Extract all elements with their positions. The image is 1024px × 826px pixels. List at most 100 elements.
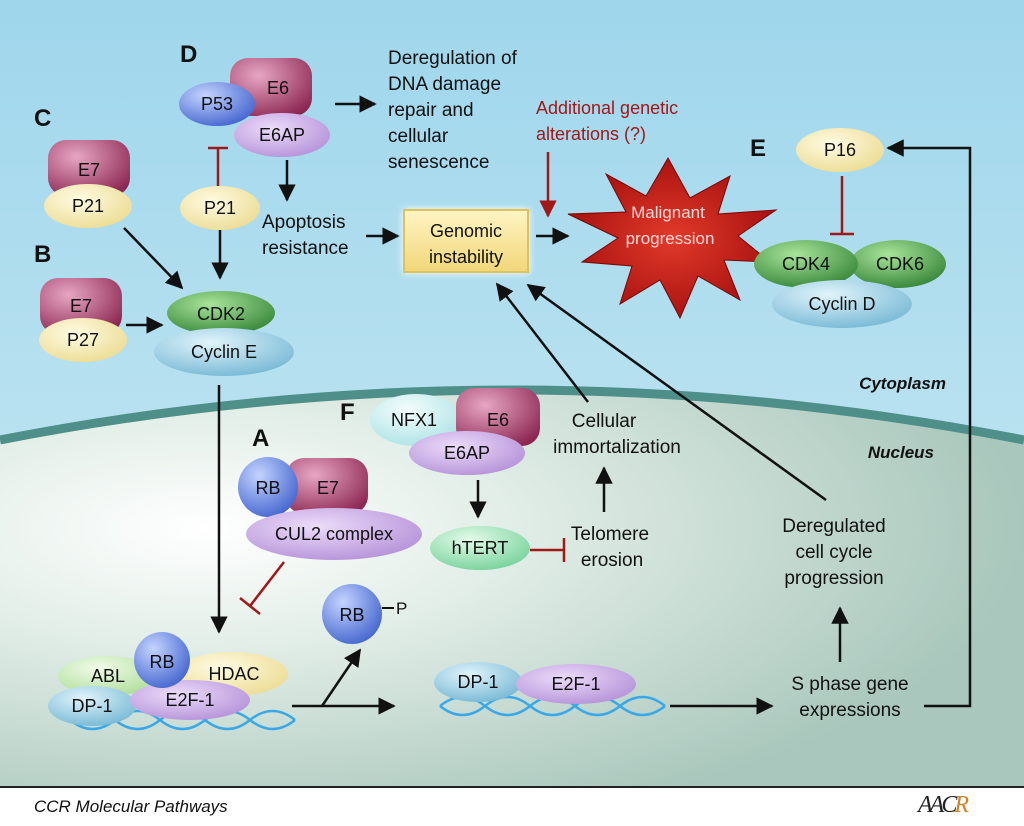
e7-protein-a — [286, 458, 368, 514]
aacr-logo: AACR — [918, 792, 969, 819]
rb-protein-phospho — [322, 584, 382, 644]
p53-label: P53 — [201, 94, 233, 114]
section-b-complex: E7 P27 — [39, 278, 127, 362]
section-b-label: B — [34, 241, 51, 268]
immortalization-line-2: immortalization — [553, 437, 681, 458]
cyclin-d-label: Cyclin D — [808, 294, 875, 314]
arrow-immortalization-to-genomic — [495, 282, 589, 403]
sphase-line-2: expressions — [799, 700, 900, 721]
deregulated-line-3: progression — [784, 568, 883, 589]
footer-bar: CCR Molecular Pathways AACR — [0, 786, 1024, 826]
e6-label-f: E6 — [487, 410, 509, 430]
rb-protein-complex — [134, 632, 190, 688]
dna-damage-line-1: Deregulation of — [388, 48, 518, 69]
malignant-progression-star: Malignant progression — [567, 156, 778, 320]
e6ap-label-d: E6AP — [259, 125, 305, 145]
arrow-to-rb-phosphorylated — [320, 648, 362, 707]
e6ap-protein-d — [234, 113, 330, 157]
section-e-label: E — [750, 135, 766, 162]
e7-label-b: E7 — [70, 296, 92, 316]
cdk6-label: CDK6 — [876, 254, 924, 274]
hdac-label: HDAC — [208, 664, 259, 684]
malignant-line-2: progression — [626, 229, 715, 248]
section-d-complex: E6 P53 E6AP P21 — [179, 58, 330, 230]
section-a-complex: E7 RB CUL2 complex — [238, 457, 422, 560]
cyclin-d-protein — [772, 280, 912, 328]
p16-protein — [796, 128, 884, 172]
section-c-complex: E7 P21 — [44, 140, 132, 228]
inhibit-cul2-rb — [249, 561, 285, 607]
footer-title: CCR Molecular Pathways — [34, 797, 228, 816]
dp1-label-right: DP-1 — [457, 672, 498, 692]
dna-damage-line-2: DNA damage — [388, 74, 501, 95]
genomic-line-1: Genomic — [430, 221, 502, 241]
arrow-sphase-feedback-to-p16 — [886, 139, 972, 708]
cdk4-label: CDK4 — [782, 254, 830, 274]
apoptosis-line-1: Apoptosis — [262, 212, 345, 233]
inhibit-cul2-rb-bar — [239, 597, 261, 615]
p21-label-d: P21 — [204, 198, 236, 218]
e7-label-c: E7 — [78, 160, 100, 180]
cul2-complex — [246, 508, 422, 560]
e2f1-label-left: E2F-1 — [165, 690, 214, 710]
section-f-complex: NFX1 E6 E6AP hTERT — [370, 388, 540, 570]
nfx1-label: NFX1 — [391, 410, 437, 430]
p21-label-c: P21 — [72, 196, 104, 216]
dp1-protein-right — [434, 662, 522, 702]
p27-protein — [39, 318, 127, 362]
genomic-instability-box: Genomic instability — [403, 209, 529, 273]
rb-label-a: RB — [255, 478, 280, 498]
additional-alterations-line-1: Additional genetic — [536, 98, 678, 118]
dna-damage-line-3: repair and — [388, 100, 474, 121]
logo-r: R — [954, 792, 969, 818]
htert-label: hTERT — [452, 538, 509, 558]
p53-protein — [179, 82, 255, 126]
cdk6-protein — [850, 240, 946, 288]
rb-protein-a — [238, 457, 298, 517]
diagram-canvas: Cytoplasm Nucleus D C B E F A — [0, 0, 1024, 786]
abl-label: ABL — [91, 666, 125, 686]
deregulated-line-2: cell cycle — [795, 542, 872, 563]
cdk4-protein — [754, 240, 858, 288]
dp1-label-left: DP-1 — [71, 696, 112, 716]
cyclin-e-protein — [154, 328, 294, 376]
e7-label-a: E7 — [317, 478, 339, 498]
rb-label-phospho: RB — [339, 605, 364, 625]
immortalization-line-1: Cellular — [572, 411, 637, 432]
telomere-line-2: erosion — [581, 550, 643, 571]
additional-alterations-line-2: alterations (?) — [536, 124, 646, 144]
cdk2-cyclin-e-complex: CDK2 Cyclin E — [154, 291, 294, 376]
cytoplasm-label: Cytoplasm — [859, 374, 946, 393]
e2f1-protein-right — [516, 664, 636, 704]
logo-text: AAC — [918, 792, 957, 818]
rb-e2f-complex: ABL HDAC DP-1 E2F-1 RB — [48, 632, 288, 726]
e7-protein-c — [48, 140, 130, 196]
e6ap-protein-f — [409, 431, 525, 475]
e2f1-protein-left — [130, 680, 250, 720]
p21-protein-d — [180, 186, 260, 230]
dp1-protein-left — [48, 686, 136, 726]
deregulated-line-1: Deregulated — [782, 516, 886, 537]
e6-label-d: E6 — [267, 78, 289, 98]
cdk2-label: CDK2 — [197, 304, 245, 324]
apoptosis-line-2: resistance — [262, 238, 349, 259]
rb-label-complex: RB — [149, 652, 174, 672]
cul2-label: CUL2 complex — [275, 524, 393, 544]
p27-label: P27 — [67, 330, 99, 350]
nfx1-protein — [370, 394, 462, 446]
p21-protein-c — [44, 184, 132, 228]
htert-protein — [430, 526, 530, 570]
phospho-label: P — [396, 599, 407, 618]
nucleus-label: Nucleus — [868, 443, 934, 462]
abl-protein — [58, 656, 158, 696]
genomic-line-2: instability — [429, 247, 503, 267]
e6ap-label-f: E6AP — [444, 443, 490, 463]
sphase-line-1: S phase gene — [791, 674, 908, 695]
dna-damage-line-5: senescence — [388, 152, 489, 173]
e7-protein-b — [40, 278, 122, 334]
section-d-label: D — [180, 41, 197, 68]
cdk2-protein — [167, 291, 275, 335]
arrow-deregulated-to-genomic — [526, 283, 827, 502]
section-c-label: C — [34, 105, 51, 132]
